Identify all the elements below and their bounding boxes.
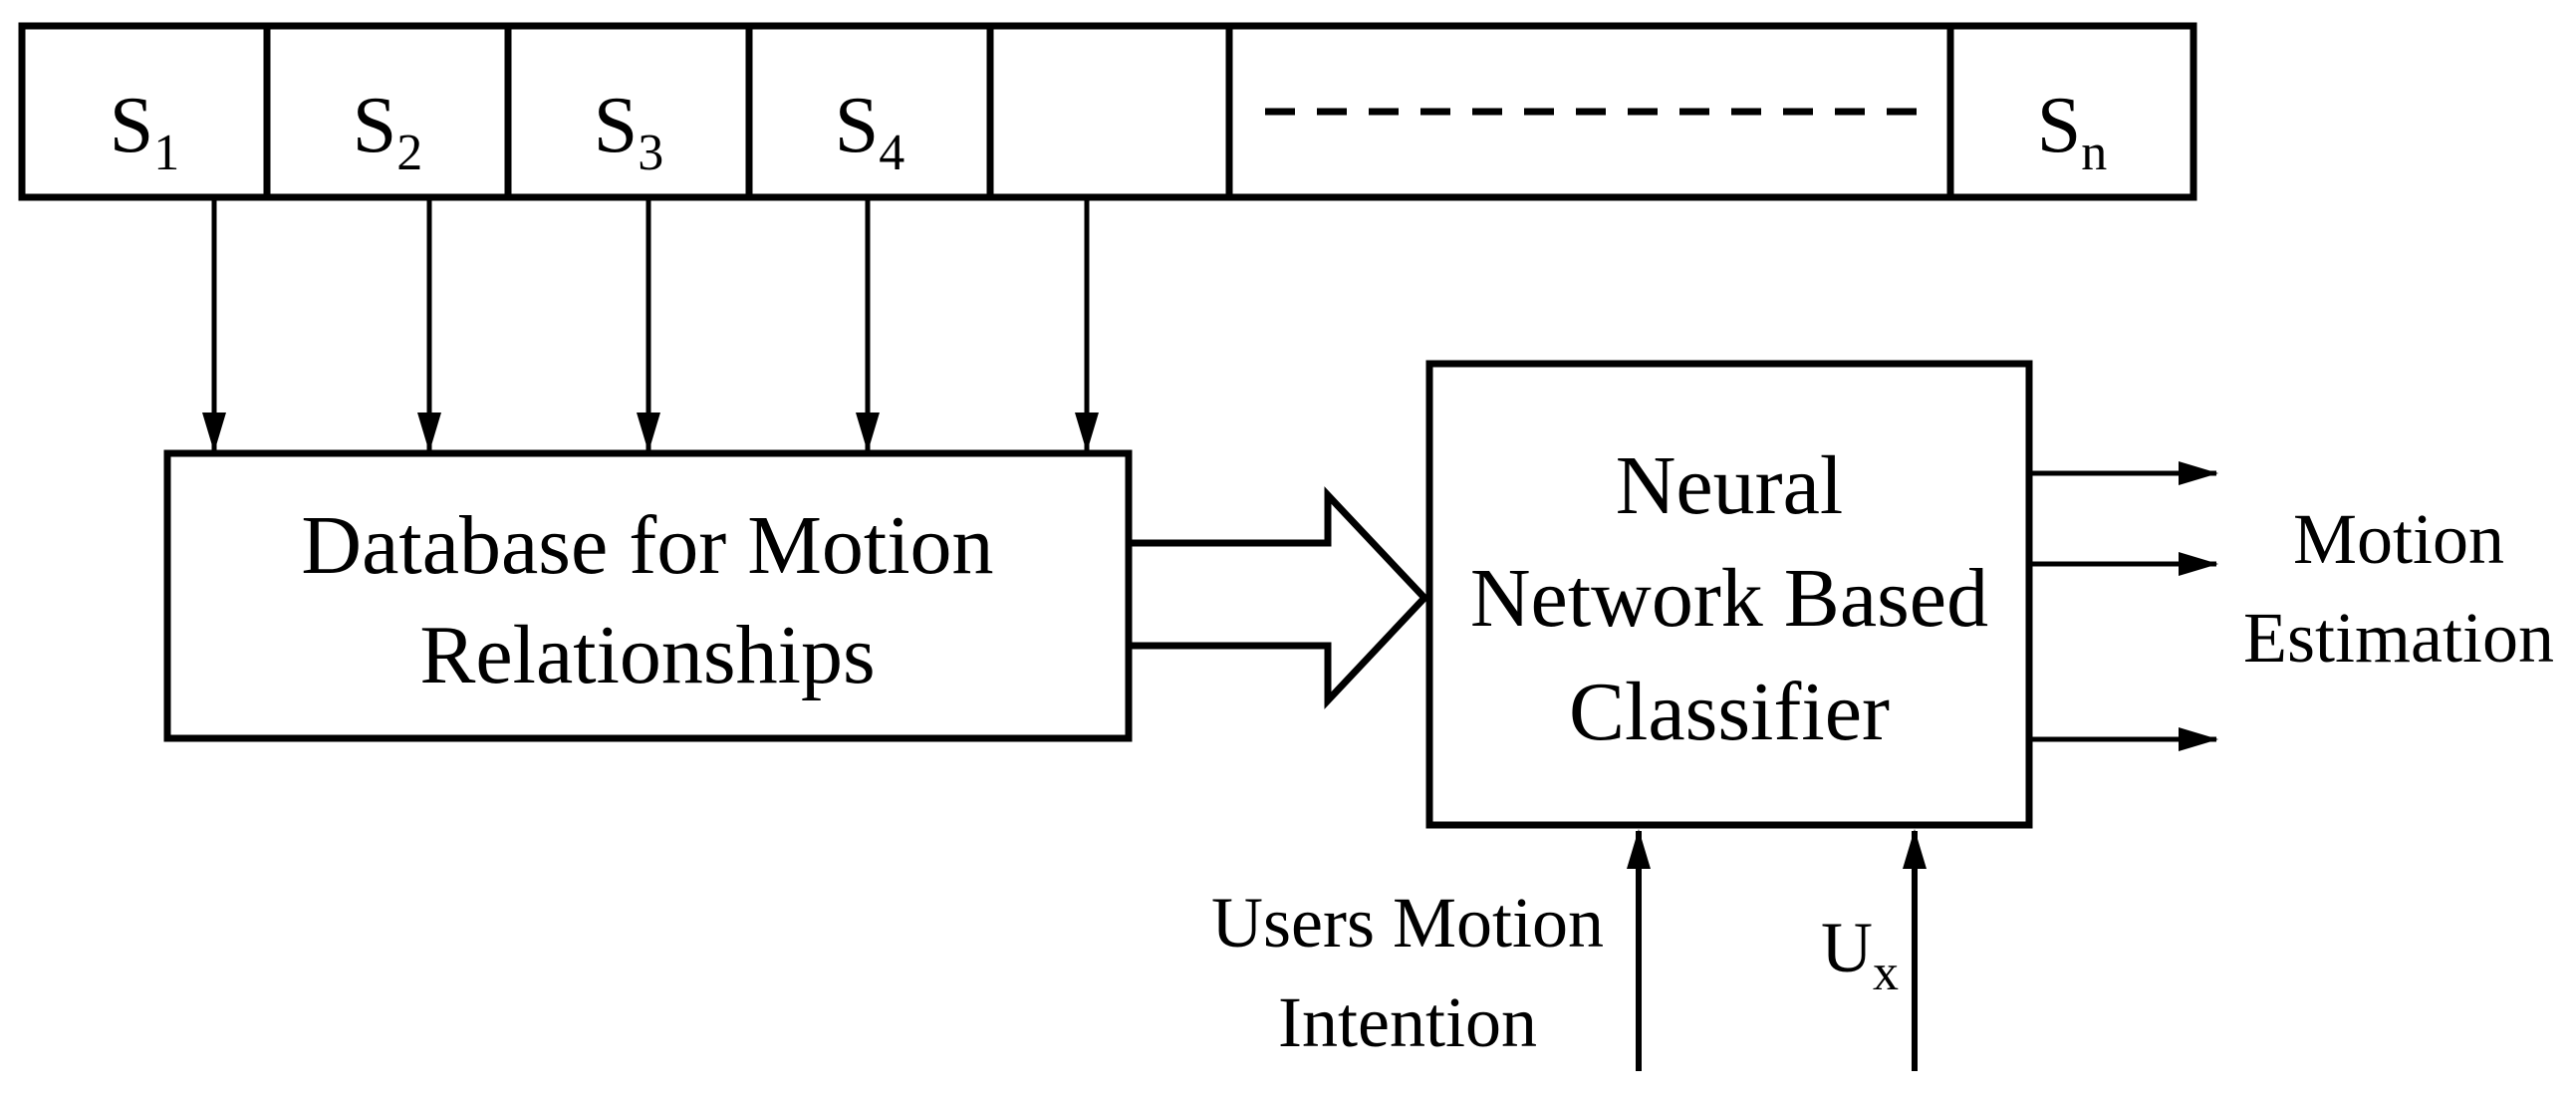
sensor-cell-1-sub: 1 — [153, 125, 179, 181]
sensor-cell-4-base: S — [835, 82, 880, 169]
input-intention-line1: Users Motion — [1211, 883, 1604, 963]
output-label: Motion Estimation — [2243, 499, 2554, 678]
sensor-cell-2: S2 — [353, 82, 423, 181]
sensor-cell-3-sub: 3 — [638, 125, 663, 181]
database-box-line1: Database for Motion — [301, 499, 993, 592]
classifier-box-line2: Network Based — [1470, 552, 1988, 645]
sensor-strip: S1 S2 S3 S4 Sn — [18, 22, 2197, 201]
sensor-cell-4: S4 — [835, 82, 905, 181]
classifier-box-line1: Neural — [1616, 439, 1844, 532]
database-box-line2: Relationships — [419, 609, 875, 701]
sensor-cell-n-sub: n — [2081, 125, 2107, 181]
input-ux-base: U — [1821, 908, 1873, 987]
sensor-cell-4-sub: 4 — [879, 125, 904, 181]
classifier-box: Neural Network Based Classifier — [1425, 360, 2033, 829]
sensor-cell-2-base: S — [353, 82, 397, 169]
input-arrows — [1627, 829, 1927, 1071]
sensor-cell-n: Sn — [2037, 82, 2108, 181]
sensor-arrows — [202, 197, 1099, 452]
classifier-box-frame — [1425, 360, 2033, 829]
output-arrows — [2029, 461, 2218, 751]
classifier-box-line3: Classifier — [1569, 666, 1890, 758]
input-intention-line2: Intention — [1278, 982, 1537, 1062]
output-label-line1: Motion — [2293, 499, 2504, 579]
database-box: Database for Motion Relationships — [163, 449, 1133, 742]
database-box-frame — [163, 449, 1133, 742]
output-label-line2: Estimation — [2243, 598, 2554, 678]
sensor-cell-1-base: S — [110, 82, 154, 169]
sensor-cell-3: S3 — [594, 82, 664, 181]
sensor-cell-2-sub: 2 — [396, 125, 422, 181]
sensor-cell-1: S1 — [110, 82, 180, 181]
input-ux-label: Ux — [1821, 908, 1899, 1001]
input-intention-label: Users Motion Intention — [1211, 883, 1604, 1062]
sensor-cell-n-base: S — [2037, 82, 2082, 169]
sensor-cell-3-base: S — [594, 82, 639, 169]
input-ux-sub: x — [1873, 945, 1899, 1001]
hollow-flow-arrow — [1129, 486, 1429, 709]
sensor-strip-frame — [18, 22, 2197, 201]
